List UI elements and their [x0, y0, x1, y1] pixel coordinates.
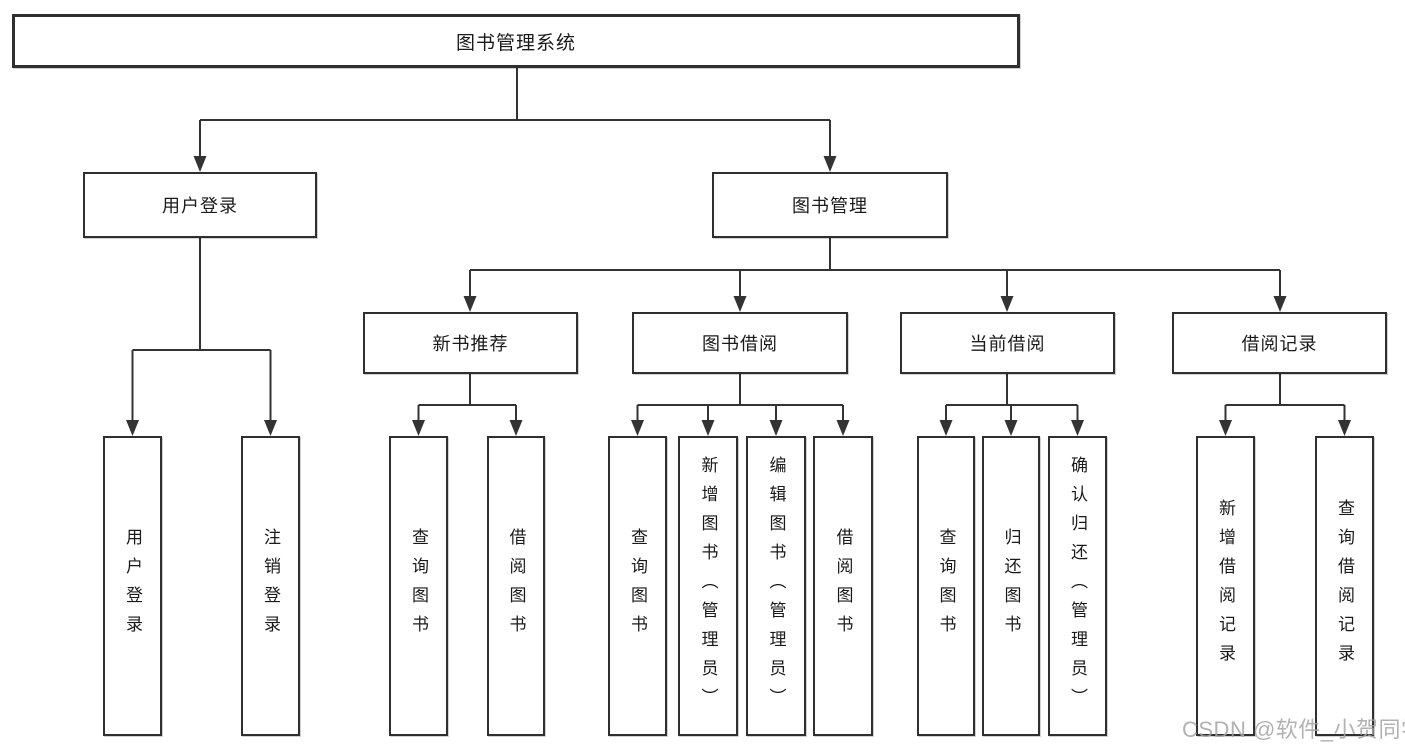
- node-label: 用户登录: [162, 196, 238, 216]
- leaf-query-books-borrow: 查询图书: [608, 436, 667, 736]
- node-user-login: 用户登录: [83, 172, 317, 238]
- leaf-add-book-admin: 新增图书（管理员）: [678, 436, 738, 736]
- leaf-edit-book-admin: 编辑图书（管理员）: [746, 436, 806, 736]
- leaf-label: 注销登录: [261, 528, 280, 644]
- leaf-query-books-recommend: 查询图书: [389, 436, 448, 736]
- leaf-borrow-books-recommend: 借阅图书: [487, 436, 545, 736]
- leaf-label: 编辑图书（管理员）: [766, 455, 786, 717]
- node-label: 图书管理: [792, 196, 868, 216]
- leaf-label: 用户登录: [123, 528, 142, 644]
- node-label: 图书管理系统: [455, 32, 576, 54]
- leaf-add-borrow-record: 新增借阅记录: [1196, 436, 1255, 736]
- leaf-label: 新增图书（管理员）: [698, 455, 718, 717]
- connector-user-login-branch: [131, 238, 272, 423]
- leaf-query-books-current: 查询图书: [917, 436, 975, 736]
- leaf-label: 归还图书: [1001, 528, 1021, 644]
- node-label: 借阅记录: [1241, 334, 1318, 354]
- node-label: 新书推荐: [432, 334, 509, 354]
- leaf-label: 查询图书: [936, 528, 956, 644]
- leaf-label: 借阅图书: [506, 528, 526, 644]
- node-borrow-records: 借阅记录: [1172, 312, 1387, 374]
- csdn-watermark: CSDN @软件_小贺同学: [1182, 717, 1405, 742]
- leaf-return-books: 归还图书: [982, 436, 1040, 736]
- connector-recommend-split: [417, 374, 517, 423]
- leaf-query-borrow-record: 查询借阅记录: [1315, 436, 1374, 736]
- connector-borrow-split: [636, 374, 844, 423]
- leaf-logout: 注销登录: [241, 436, 300, 736]
- node-current-borrow: 当前借阅: [900, 312, 1115, 374]
- connector-current-split: [945, 374, 1079, 423]
- leaf-user-login: 用户登录: [103, 436, 162, 736]
- leaf-label: 查询图书: [628, 528, 647, 644]
- connector-records-split: [1224, 374, 1346, 423]
- leaf-borrow-books: 借阅图书: [813, 436, 873, 736]
- leaf-label: 查询图书: [409, 528, 428, 644]
- node-label: 图书借阅: [702, 334, 778, 354]
- connector-root-branch: [199, 68, 831, 158]
- leaf-label: 确认归还（管理员）: [1068, 455, 1087, 717]
- node-library-system: 图书管理系统: [12, 14, 1020, 68]
- node-new-book-recommend: 新书推荐: [363, 312, 578, 374]
- leaf-label: 新增借阅记录: [1216, 499, 1235, 673]
- node-label: 当前借阅: [969, 334, 1046, 354]
- connector-book-mgmt-branch: [469, 238, 1281, 298]
- leaf-label: 借阅图书: [833, 528, 853, 644]
- node-book-management: 图书管理: [712, 172, 948, 238]
- leaf-label: 查询借阅记录: [1335, 499, 1354, 673]
- node-book-borrow: 图书借阅: [632, 312, 848, 374]
- leaf-confirm-return-admin: 确认归还（管理员）: [1048, 436, 1107, 736]
